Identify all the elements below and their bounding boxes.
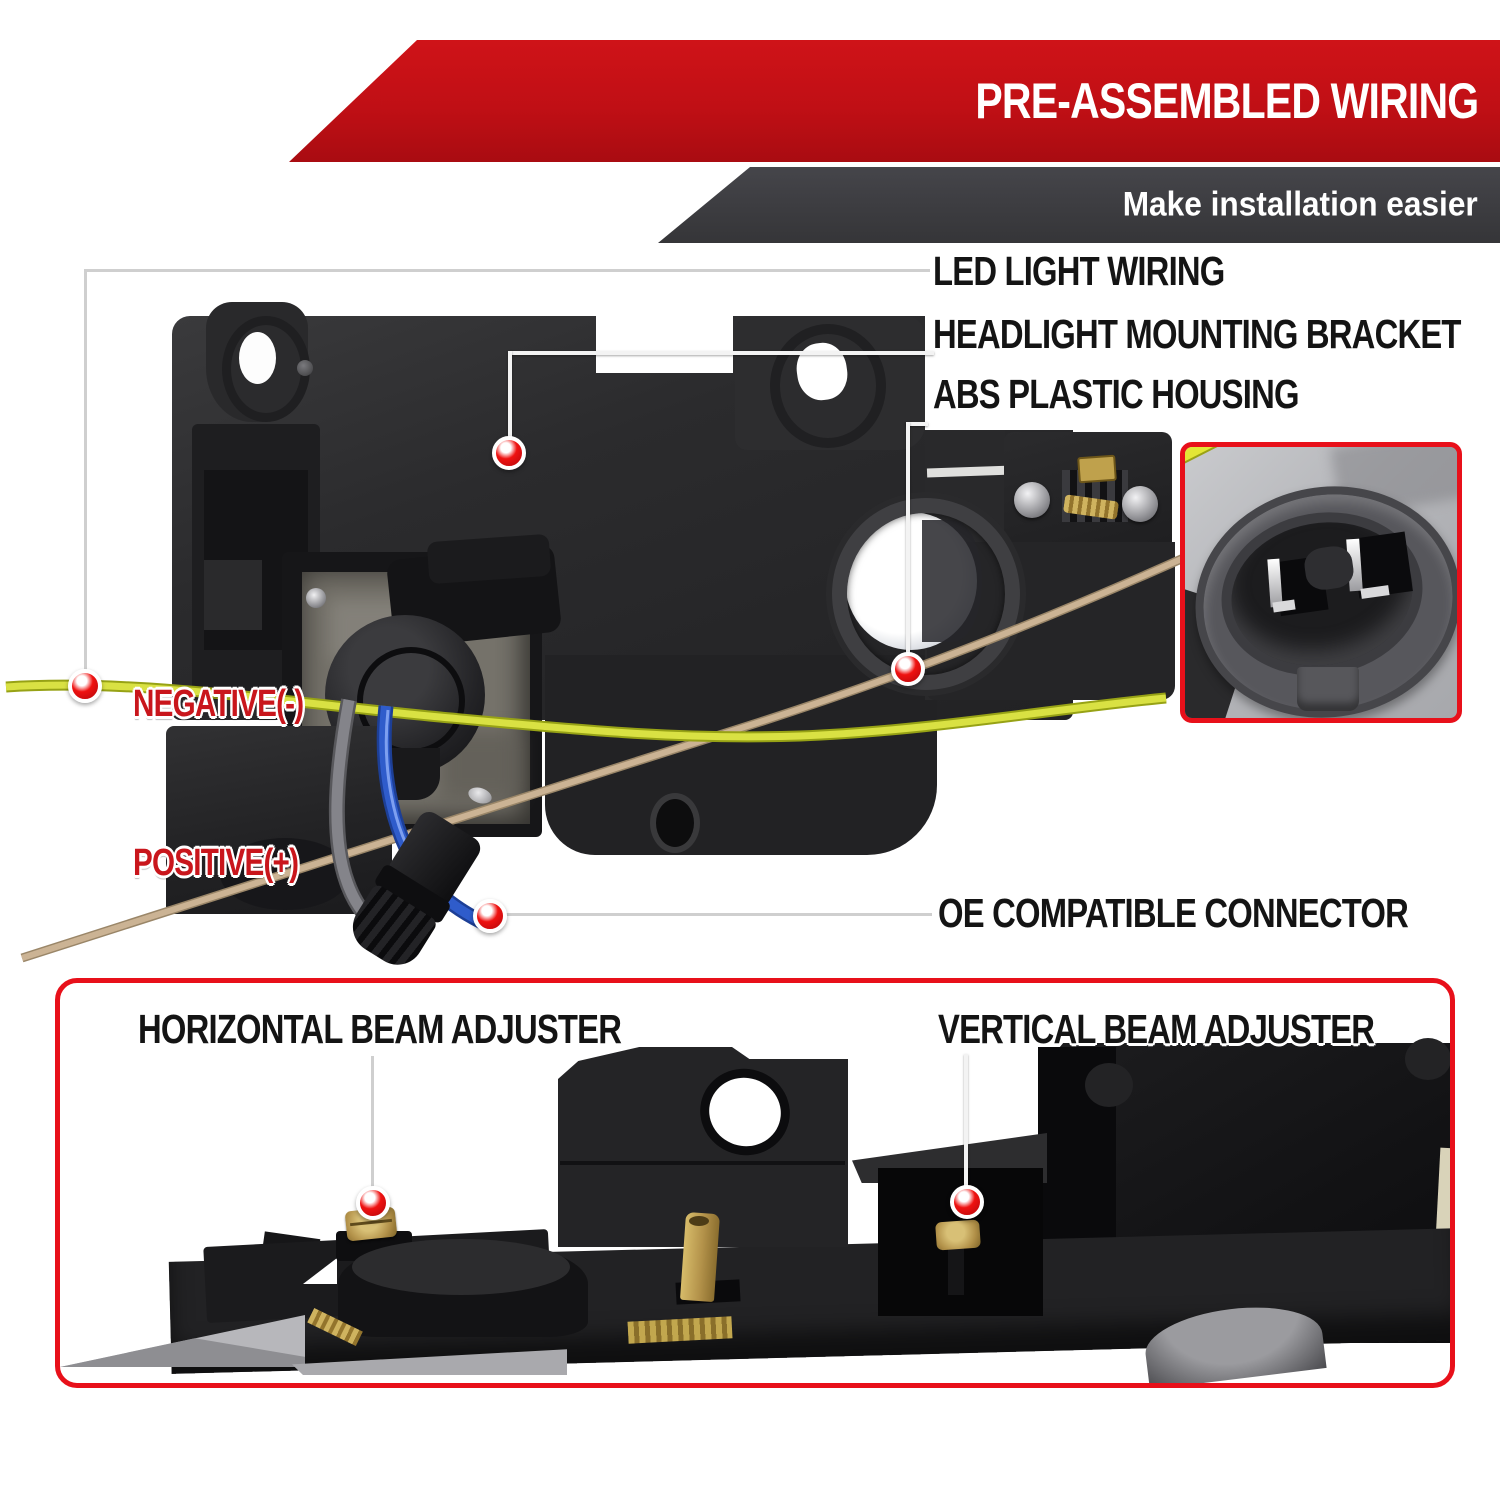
abs-leader-stub [906,422,928,426]
label-negative: NEGATIVE(-) [133,683,304,725]
oe-leader-horizontal [502,913,932,916]
bracket-screw-left [1014,482,1050,518]
banner-subtitle: Make installation easier [1122,185,1478,224]
beam-adjusters-panel [55,978,1455,1388]
label-led-light-wiring: LED LIGHT WIRING [933,248,1225,294]
label-headlight-mounting-bracket: HEADLIGHT MOUNTING BRACKET [933,311,1461,357]
yellow-wire [5,681,1167,741]
label-positive: POSITIVE(+) [133,842,299,884]
bracket-leader-horizontal [510,351,934,355]
housing-left-ledge [204,560,262,630]
callout-dot-icon-horizontal [356,1186,390,1220]
pin-top-hole [689,1216,709,1226]
gold-wingnut-right [935,1219,981,1251]
label-abs-plastic-housing: ABS PLASTIC HOUSING [933,371,1299,417]
bottom-bump-hole [650,793,700,853]
right-stud [948,1245,964,1295]
tab-left-hole [239,332,276,384]
horizontal-adj-leader [371,1056,374,1190]
banner-title: PRE-ASSEMBLED WIRING [975,73,1479,129]
panel-divot-left [1085,1063,1133,1107]
label-vertical-beam-adjuster: VERTICAL BEAM ADJUSTER [938,1006,1375,1052]
plate-screw [306,588,326,608]
label-oe-compatible-connector: OE COMPATIBLE CONNECTOR [938,890,1409,936]
housing-right-cut [925,316,1073,430]
callout-dot-icon-abs [891,652,925,686]
bracket-leader-vertical [508,351,512,439]
label-horizontal-beam-adjuster: HORIZONTAL BEAM ADJUSTER [138,1006,622,1052]
inset-lock-tab [1297,667,1359,711]
connector-closeup-inset [1180,442,1462,723]
subtitle-banner: Make installation easier [658,167,1500,243]
housing-rivet [297,360,313,376]
housing-top-notch [596,316,733,373]
callout-dot-icon-bracket [492,436,526,470]
vertical-adj-leader [964,1054,968,1190]
title-banner: PRE-ASSEMBLED WIRING [289,40,1500,162]
bracket-screw-right [1122,486,1158,522]
callout-dot-icon-vertical [950,1185,984,1219]
adjuster-mass-topface [352,1239,570,1295]
callout-dot-icon-oe [473,899,507,933]
callout-dot-icon-led [68,669,102,703]
panel-divot-right [1405,1038,1450,1080]
led-leader-horizontal [85,269,930,272]
led-leader-vertical [84,269,87,673]
abs-leader-vertical [906,422,910,658]
inset-yellow-wire [1185,447,1307,463]
tower-crease [560,1161,845,1165]
